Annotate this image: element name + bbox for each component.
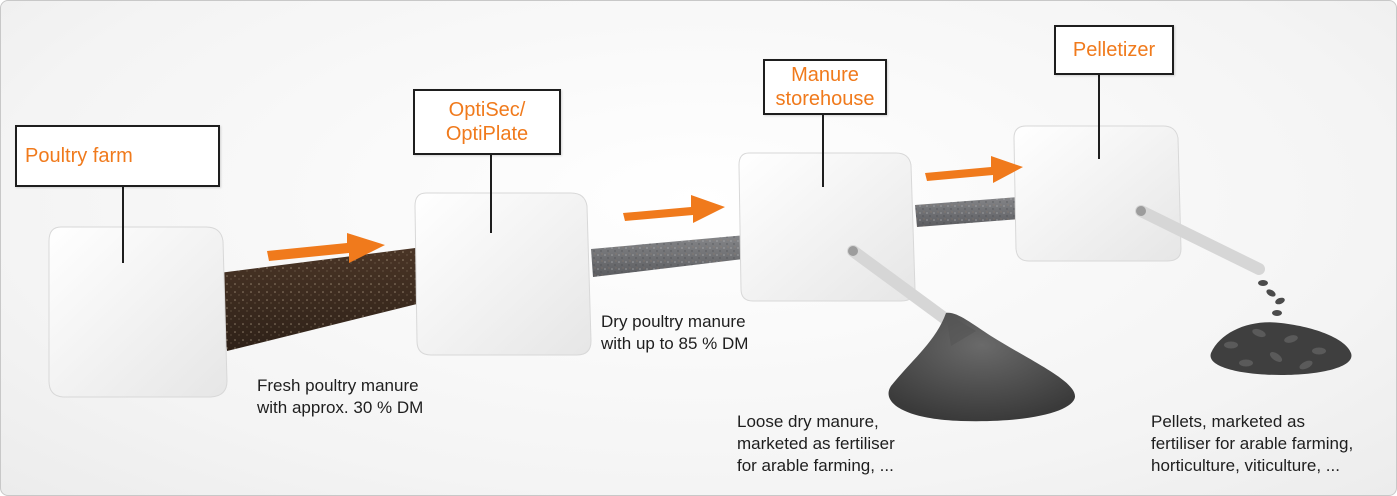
stage-label-text: Poultry farm xyxy=(25,145,133,167)
stage-label-poultry-farm: Poultry farm xyxy=(15,125,220,187)
arrow-right-icon xyxy=(623,195,725,223)
poultry-farm-cube xyxy=(48,187,228,398)
caption-pellets: Pellets, marketed as fertiliser for arab… xyxy=(1151,412,1354,475)
caption-fresh-manure: Fresh poultry manure with approx. 30 % D… xyxy=(257,376,424,417)
stage-label-text: Manure storehouse xyxy=(775,64,875,110)
optisec-cube xyxy=(414,153,592,356)
caption-loose-manure: Loose dry manure, marketed as fertiliser… xyxy=(737,412,895,475)
stage-label-pelletizer: Pelletizer xyxy=(1054,25,1174,75)
stage-label-text: OptiSec/ OptiPlate xyxy=(445,99,529,145)
pellet-pile xyxy=(1210,280,1352,375)
caption-dry-manure: Dry poultry manure with up to 85 % DM xyxy=(601,312,749,353)
arrow-right-icon xyxy=(267,233,385,263)
pelletizer-cube xyxy=(1013,75,1265,275)
stage-label-text: Pelletizer xyxy=(1072,39,1156,61)
loose-manure-pile xyxy=(888,312,1076,422)
storehouse-cube xyxy=(738,113,957,329)
arrow-right-icon xyxy=(925,156,1023,183)
stage-label-storehouse: Manure storehouse xyxy=(763,59,887,115)
wet-manure-belt xyxy=(219,247,429,351)
stage-label-optisec: OptiSec/ OptiPlate xyxy=(413,89,561,155)
